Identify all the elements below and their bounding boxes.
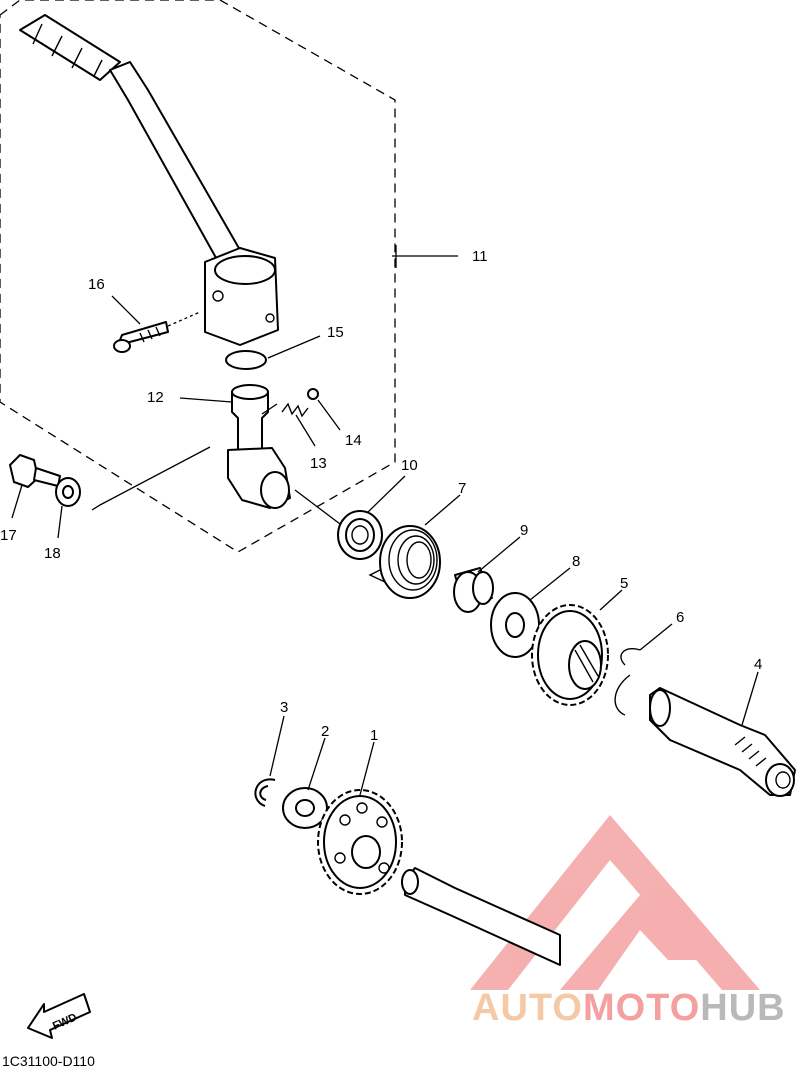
callout-1: 1	[370, 727, 378, 744]
callout-8: 8	[572, 553, 580, 570]
kick-axle-4	[649, 687, 796, 797]
oil-seal-10	[337, 510, 383, 560]
kick-lever	[19, 14, 279, 346]
clip-6	[614, 648, 641, 716]
watermark-logo	[470, 815, 760, 990]
callout-15: 15	[327, 324, 344, 341]
callout-10: 10	[401, 457, 418, 474]
callout-11: 11	[472, 248, 488, 265]
callout-17: 17	[0, 527, 17, 544]
callout-18: 18	[44, 545, 61, 562]
callout-14: 14	[345, 432, 362, 449]
watermark-text-part3: HUB	[700, 987, 785, 1029]
circlip-3	[254, 778, 276, 807]
washer-18	[55, 477, 81, 507]
bolt-16	[113, 311, 201, 353]
callout-3: 3	[280, 699, 288, 716]
watermark-logo-inner-mark	[560, 895, 700, 990]
callout-2: 2	[321, 723, 329, 740]
callout-4: 4	[754, 656, 762, 673]
washer-2	[282, 787, 328, 829]
bolt-17	[9, 454, 61, 488]
o-ring-15	[225, 350, 267, 370]
collar-9	[453, 567, 494, 613]
watermark-text-part2: MOTO	[583, 987, 700, 1029]
callout-9: 9	[520, 522, 528, 539]
watermark-text-part1: AUTO	[472, 987, 583, 1029]
kick-gear-5	[531, 604, 609, 706]
spring-13	[281, 402, 309, 418]
torsion-spring-7	[368, 525, 441, 599]
drawing-code: 1C31100-D110	[2, 1053, 95, 1069]
fwd-arrow: FWD	[27, 993, 91, 1039]
callout-7: 7	[458, 480, 466, 497]
shaft	[401, 867, 561, 966]
watermark-logo-triangle-outer	[470, 815, 760, 990]
assembly-outline-11	[0, 0, 396, 553]
callout-13: 13	[310, 455, 327, 472]
callout-16: 16	[88, 276, 105, 293]
callout-12: 12	[147, 389, 164, 406]
callout-5: 5	[620, 575, 628, 592]
washer-8	[490, 592, 540, 658]
idle-gear-1	[317, 789, 403, 895]
watermark-text: AUTOMOTOHUB	[472, 987, 786, 1029]
ball-14	[307, 388, 319, 400]
kick-boss-12	[227, 384, 291, 509]
callout-6: 6	[676, 609, 684, 626]
